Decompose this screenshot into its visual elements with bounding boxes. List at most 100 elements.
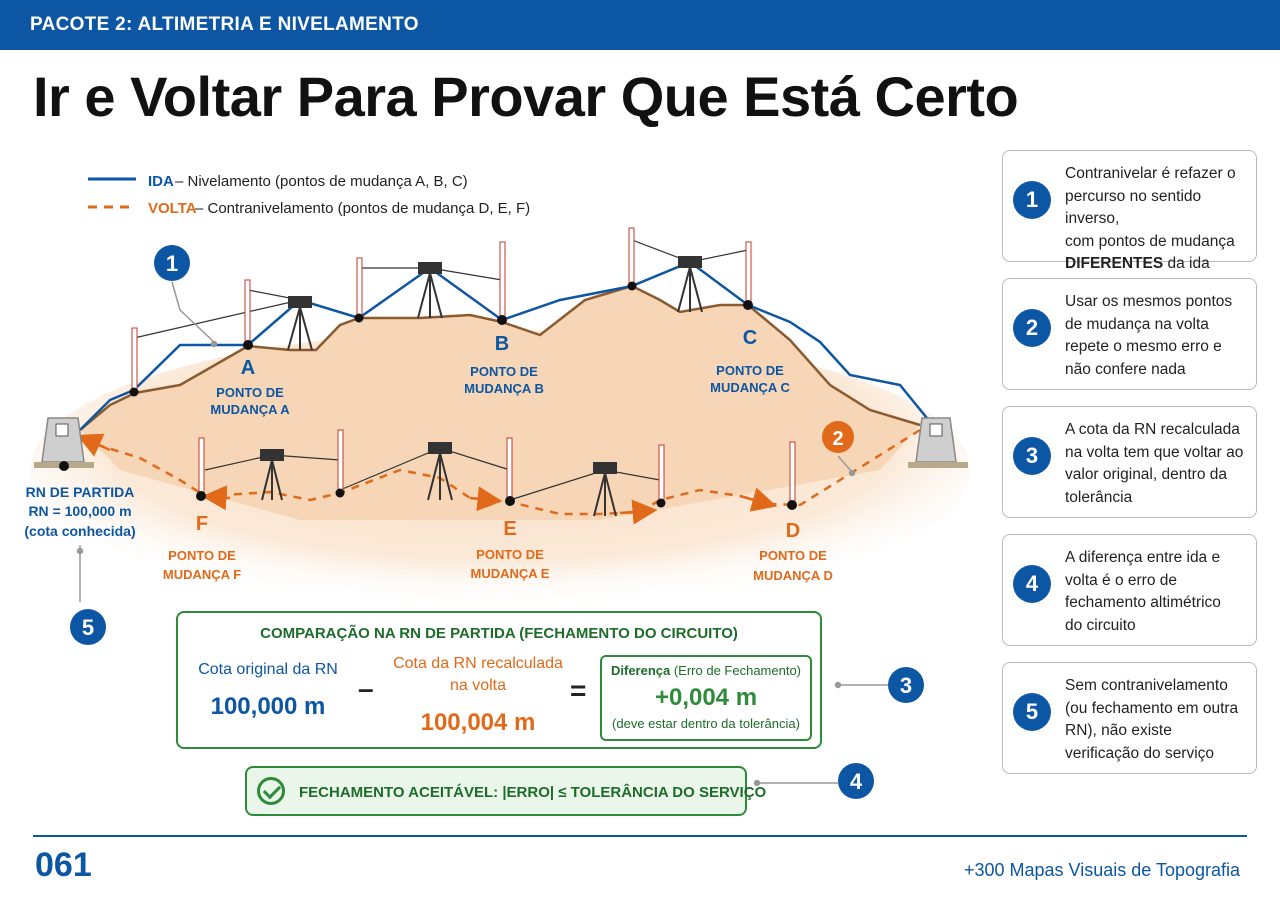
diff-label-bold: Diferença bbox=[610, 663, 671, 678]
footer-divider bbox=[33, 835, 1247, 837]
card-5-line-3: RN), não existe bbox=[1065, 722, 1172, 739]
terrain-outline bbox=[79, 284, 921, 431]
equals-sign: = bbox=[570, 675, 587, 706]
card-2-line-2: de mudança na volta bbox=[1065, 315, 1209, 333]
card-1-line-3: com pontos de mudança bbox=[1065, 232, 1235, 250]
card-2-line-3: repete o mesmo erro e bbox=[1065, 338, 1222, 355]
card-1-line-4: da ida bbox=[1163, 255, 1210, 272]
legend-volta-name: VOLTA bbox=[148, 200, 197, 217]
pack-label: PACOTE 2: ALTIMETRIA E NIVELAMENTO bbox=[30, 14, 419, 35]
card-5: 5 Sem contranivelamento (ou fechamento e… bbox=[1002, 662, 1257, 774]
acceptance-text: FECHAMENTO ACEITÁVEL: |ERRO| ≤ TOLERÂNCI… bbox=[299, 784, 767, 801]
recalc-value: 100,004 m bbox=[420, 709, 536, 736]
card-5-number: 5 bbox=[1013, 693, 1051, 731]
point-f-label1: PONTO DE bbox=[168, 548, 236, 563]
point-b-label2: MUDANÇA B bbox=[464, 381, 544, 396]
diff-label-rest: (Erro de Fechamento) bbox=[670, 663, 802, 678]
card-1-number: 1 bbox=[1013, 181, 1051, 219]
difference-box: Diferença (Erro de Fechamento) +0,004 m … bbox=[600, 655, 812, 741]
minus-sign: – bbox=[358, 673, 374, 704]
terrain-hill bbox=[80, 286, 920, 520]
leveling-rods bbox=[131, 227, 796, 505]
tripod-instruments bbox=[260, 256, 703, 517]
badge-3-circle bbox=[888, 667, 924, 703]
badge-1-text: 1 bbox=[166, 251, 178, 276]
volta-arrow-mid bbox=[619, 499, 658, 525]
card-3-line-4: tolerância bbox=[1065, 488, 1133, 506]
badge-3-text: 3 bbox=[900, 673, 912, 698]
acceptance-box: FECHAMENTO ACEITÁVEL: |ERRO| ≤ TOLERÂNCI… bbox=[245, 766, 766, 816]
recalc-label-1: Cota da RN recalculada bbox=[393, 655, 563, 672]
rn-label-3: (cota conhecida) bbox=[24, 523, 135, 539]
card-1-line-1: Contranivelar é refazer o bbox=[1065, 165, 1236, 182]
comparison-title: COMPARAÇÃO NA RN DE PARTIDA (FECHAMENTO … bbox=[260, 625, 738, 642]
badge-4-circle bbox=[838, 763, 874, 799]
rn-label-2: RN = 100,000 m bbox=[28, 503, 131, 519]
original-label: Cota original da RN bbox=[198, 661, 338, 678]
card-4: 4 A diferença entre ida e volta é o erro… bbox=[1002, 534, 1257, 646]
legend-ida-desc: – Nivelamento (pontos de mudança A, B, C… bbox=[175, 173, 468, 190]
volta-arrow-f bbox=[201, 485, 231, 511]
badge-5-circle bbox=[70, 609, 106, 645]
point-b-label1: PONTO DE bbox=[470, 364, 538, 379]
point-c-label1: PONTO DE bbox=[716, 363, 784, 378]
card-5-line-2: (ou fechamento em outra bbox=[1065, 699, 1239, 717]
series-name: +300 Mapas Visuais de Topografia bbox=[963, 860, 1240, 880]
badge-2-circle bbox=[822, 421, 854, 453]
card-4-line-4: do circuito bbox=[1065, 616, 1136, 634]
point-d-letter: D bbox=[786, 520, 800, 542]
card-3-line-1: A cota da RN recalculada bbox=[1065, 421, 1240, 438]
legend-ida-name: IDA bbox=[148, 173, 174, 190]
legend-volta-desc: – Contranivelamento (pontos de mudança D… bbox=[195, 200, 530, 217]
card-2: 2 Usar os mesmos pontos de mudança na vo… bbox=[1002, 278, 1257, 390]
point-e-label1: PONTO DE bbox=[476, 547, 544, 562]
point-a-label1: PONTO DE bbox=[216, 385, 284, 400]
volta-arrow-rn bbox=[76, 433, 111, 457]
card-5-line-4: verificação do serviço bbox=[1065, 744, 1215, 762]
point-a-label2: MUDANÇA A bbox=[210, 402, 290, 417]
point-a-letter: A bbox=[241, 357, 255, 379]
volta-arrow-d bbox=[739, 487, 778, 512]
volta-arrow-e bbox=[469, 486, 503, 512]
point-d-label2: MUDANÇA D bbox=[753, 568, 833, 583]
point-d-label1: PONTO DE bbox=[759, 548, 827, 563]
badge-2-text: 2 bbox=[832, 428, 843, 450]
header-bar: PACOTE 2: ALTIMETRIA E NIVELAMENTO bbox=[0, 0, 1280, 50]
card-4-line-3: fechamento altimétrico bbox=[1065, 594, 1221, 611]
check-circle-icon bbox=[257, 777, 285, 805]
point-c-letter: C bbox=[743, 327, 757, 349]
badge-5-text: 5 bbox=[82, 615, 94, 640]
card-3: 3 A cota da RN recalculada na volta tem … bbox=[1002, 406, 1257, 518]
rn-benchmark-right bbox=[908, 417, 968, 468]
card-4-number: 4 bbox=[1013, 565, 1051, 603]
diff-note: (deve estar dentro da tolerância) bbox=[612, 716, 800, 731]
point-f-letter: F bbox=[196, 513, 208, 535]
card-3-line-3: valor original, dentro da bbox=[1065, 466, 1227, 483]
card-4-line-2: volta é o erro de bbox=[1065, 571, 1178, 589]
badge-4-text: 4 bbox=[850, 769, 863, 794]
card-4-line-1: A diferença entre ida e bbox=[1065, 549, 1221, 566]
card-2-line-4: não confere nada bbox=[1065, 360, 1186, 378]
comparison-box: COMPARAÇÃO NA RN DE PARTIDA (FECHAMENTO … bbox=[176, 611, 822, 749]
page-title: Ir e Voltar Para Provar Que Está Certo bbox=[33, 65, 1019, 128]
point-f-label2: MUDANÇA F bbox=[163, 567, 241, 582]
rn-benchmark-left bbox=[34, 417, 94, 471]
rn-label-1: RN DE PARTIDA bbox=[26, 484, 135, 500]
card-3-number: 3 bbox=[1013, 437, 1051, 475]
ida-path bbox=[79, 260, 936, 431]
point-b-letter: B bbox=[495, 333, 509, 355]
diff-value: +0,004 m bbox=[654, 684, 758, 711]
card-2-line-1: Usar os mesmos pontos bbox=[1065, 293, 1233, 310]
page-number: 061 bbox=[35, 846, 92, 884]
point-e-letter: E bbox=[503, 518, 516, 540]
card-1: 1 Contranivelar é refazer o percurso no … bbox=[1002, 150, 1257, 272]
callout-leaders bbox=[76, 281, 888, 787]
card-2-number: 2 bbox=[1013, 309, 1051, 347]
original-value: 100,000 m bbox=[210, 693, 326, 720]
card-3-line-2: na volta tem que voltar ao bbox=[1065, 443, 1244, 461]
card-5-line-1: Sem contranivelamento bbox=[1065, 677, 1228, 694]
point-c-label2: MUDANÇA C bbox=[710, 380, 790, 395]
card-1-line-2: percurso no sentido inverso, bbox=[1065, 187, 1202, 228]
card-1-bold: DIFERENTES bbox=[1065, 255, 1164, 272]
